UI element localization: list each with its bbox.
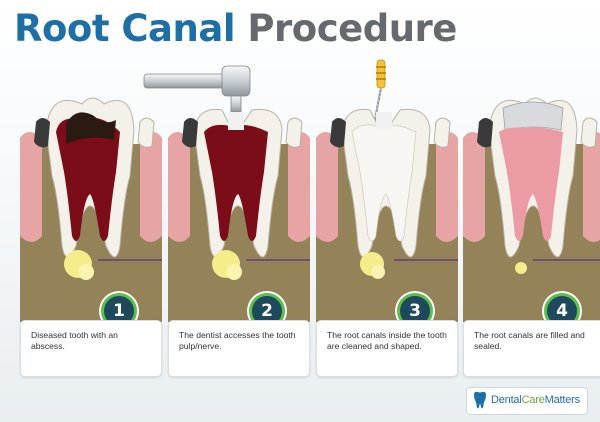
step-1-caption: Diseased tooth with an abscess. [20, 320, 162, 377]
step-2-caption: The dentist accesses the tooth pulp/nerv… [168, 320, 310, 377]
step-2-illustration [168, 86, 310, 322]
page-title: Root Canal Procedure [14, 6, 457, 52]
dental-drill-icon [143, 65, 251, 152]
dentalcarematters-logo: DentalCareMatters [466, 387, 588, 415]
step-3-caption: The root canals inside the tooth are cle… [316, 320, 458, 377]
step-4-caption: The root canals are filled and sealed. [463, 320, 600, 377]
step-4-illustration [463, 86, 600, 322]
step-3-illustration [316, 86, 458, 322]
title-part2: Procedure [247, 7, 457, 50]
step-1-illustration [20, 86, 162, 322]
tooth-logo-icon [474, 391, 486, 409]
title-part1: Root Canal [14, 7, 236, 50]
logo-text: DentalCareMatters [491, 394, 580, 406]
